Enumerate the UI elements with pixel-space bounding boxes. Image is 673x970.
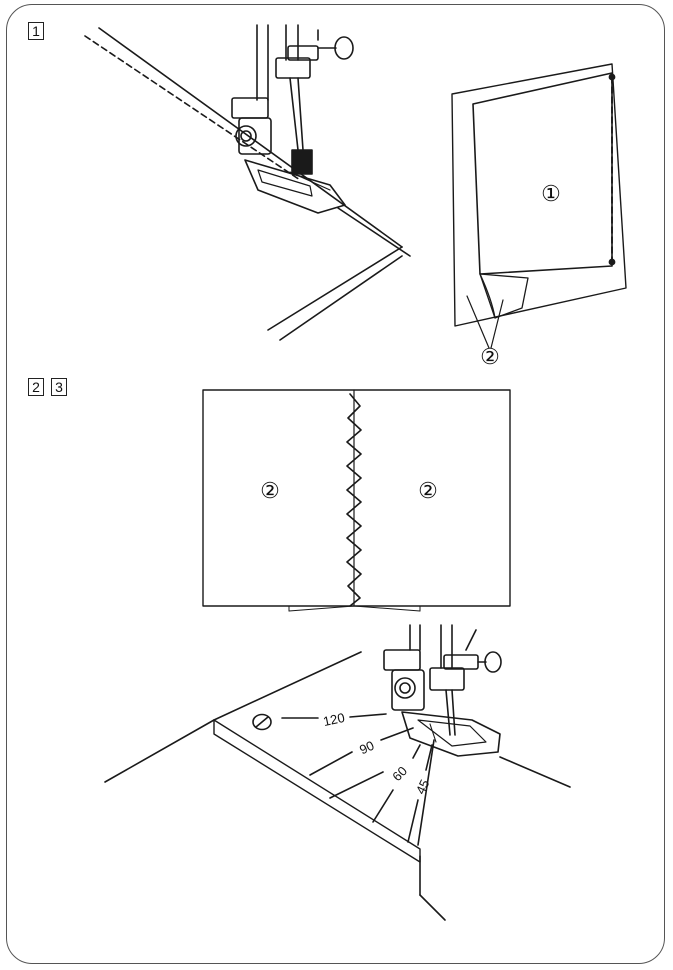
angle-label-120: 120 <box>322 710 346 729</box>
seam-end-dot <box>609 259 614 264</box>
angle-label-60: 60 <box>389 763 410 784</box>
angle-label-90: 90 <box>357 738 376 758</box>
guide-line-45-a <box>408 800 418 842</box>
fabric-top-panel <box>99 28 410 340</box>
callout-2-left: ② <box>260 478 280 503</box>
seam-start-dot <box>609 74 614 79</box>
needle-plate <box>105 652 570 920</box>
folded-fabric-panel <box>452 64 626 326</box>
guide-line-60-c <box>373 790 393 822</box>
guide-line-120-right <box>350 714 386 717</box>
presser-foot-top <box>232 25 353 213</box>
callout-2-right: ② <box>418 478 438 503</box>
presser-foot-bottom <box>384 625 501 756</box>
guide-line-60-a <box>330 772 383 798</box>
guide-line-60-b <box>413 745 420 758</box>
guide-line-90-a <box>310 752 352 775</box>
callout-1: ① <box>541 181 561 206</box>
callout-2-top: ② <box>480 344 500 369</box>
angle-label-45: 45 <box>413 777 433 796</box>
